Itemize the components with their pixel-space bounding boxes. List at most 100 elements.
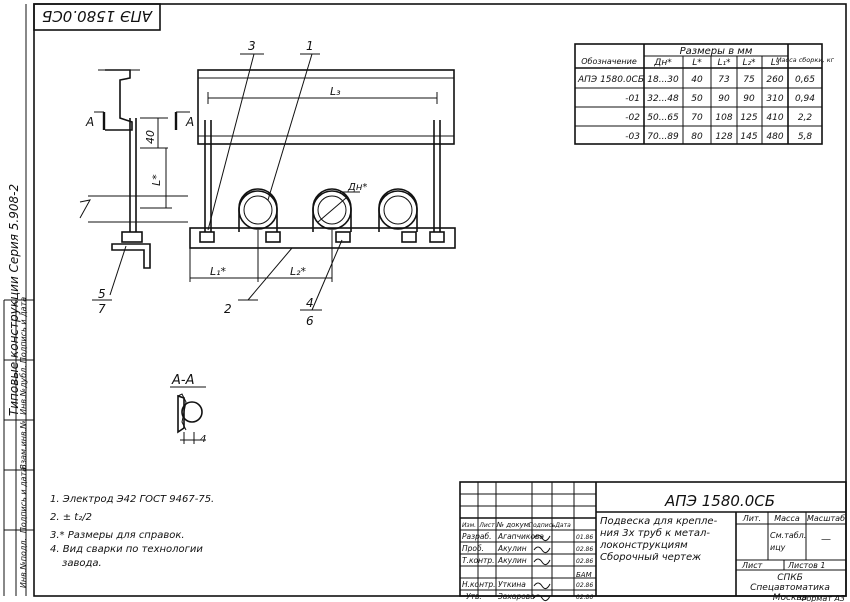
top-stamp: АПЭ 1580.0СБ	[33, 3, 161, 31]
front-view: L₃ Дн* L₁* L₂*	[189, 39, 456, 328]
date-1: 01.86	[576, 534, 593, 541]
row-dn: 18...30	[647, 75, 679, 85]
row-l3: 480	[766, 132, 783, 142]
signature-1	[533, 534, 551, 542]
bam-mark: БАМ	[576, 571, 592, 579]
mass-value: См.табл.	[770, 531, 806, 540]
date-6: 02.86	[576, 594, 593, 601]
row-mass: 0,94	[795, 94, 815, 104]
table-row: АПЭ 1580.0СБ 18...30 40 73 75 260 0,65	[577, 75, 815, 85]
dim-Dn: Дн*	[347, 182, 367, 193]
title-name-4: Сборочный чертеж	[600, 551, 701, 563]
row-l3: 410	[766, 113, 783, 123]
title-name-1: Подвеска для крепле-	[600, 516, 718, 527]
row-mass: 2,2	[798, 113, 813, 123]
title-block: АПЭ 1580.0СБ Подвеска для крепле- ния 3х…	[459, 481, 847, 602]
leader-3: 3	[248, 39, 256, 53]
top-stamp-code: АПЭ 1580.0СБ	[42, 7, 153, 25]
row-l1: 128	[715, 132, 732, 142]
th-izm: Изм.	[462, 522, 476, 529]
row-l3: 260	[766, 75, 783, 85]
role-nkontr: Н.контр.	[462, 580, 496, 589]
row-l: 50	[691, 94, 703, 104]
section-marker-right: А	[185, 115, 194, 129]
th-sign: Подпись	[529, 522, 556, 529]
mass-label: Масса	[774, 514, 800, 523]
side-col-sign-date-2: Подпись и дата	[19, 297, 28, 363]
lit-label: Лит.	[742, 514, 761, 523]
notes: 1. Электрод Э42 ГОСТ 9467-75. 2. ± t₂/2 …	[50, 494, 214, 569]
leader-6: 6	[306, 314, 314, 328]
side-col-sign-date-1: Подпись и дата	[19, 467, 28, 533]
side-col-replace: Взам.инв.№	[19, 420, 28, 469]
section-view-AA: А-А 4	[170, 373, 206, 445]
sizes-col-l1: L₁*	[717, 58, 731, 68]
note-2: 2. ± t₂/2	[50, 512, 92, 523]
section-weld-size: 4	[200, 434, 206, 445]
signature-4	[533, 582, 551, 590]
sizes-col-dn: Дн*	[653, 58, 672, 68]
sizes-col-designation: Обозначение	[581, 57, 637, 66]
leader-5: 5	[98, 287, 106, 301]
side-view: 40 L* 5 7	[79, 69, 188, 316]
sizes-col-l3: L₃	[771, 58, 780, 68]
dim-40: 40	[144, 130, 157, 144]
dim-L2: L₂*	[290, 265, 307, 278]
row-l2: 145	[740, 132, 757, 142]
row-dn: 32...48	[647, 94, 679, 104]
sizes-header-group: Размеры в мм	[680, 46, 753, 57]
sheets-label: Листов 1	[787, 561, 826, 570]
role-prob: Проб.	[462, 544, 484, 553]
sizes-col-mass: Масса сборки, кг	[776, 56, 835, 64]
person-razrab: Агапчикова	[497, 532, 544, 541]
row-l2: 125	[740, 113, 757, 123]
title-name-2: ния 3х труб к метал-	[600, 527, 710, 539]
leader-7: 7	[98, 302, 106, 316]
table-row: -03 70...89 80 128 145 480 5,8	[625, 132, 812, 142]
signature-2	[533, 546, 551, 554]
th-list: Лист	[478, 522, 495, 529]
date-2: 02.86	[576, 546, 593, 553]
title-code: АПЭ 1580.0СБ	[664, 492, 775, 510]
side-registry: Подпись и дата Инв.№дубл. Взам.инв.№ Под…	[3, 297, 34, 596]
row-mass: 5,8	[798, 132, 813, 142]
date-5: 02.86	[576, 582, 593, 589]
mass-value-2: ицу	[770, 543, 786, 552]
person-utv: Захарова	[498, 592, 535, 601]
person-prob: Акулин	[497, 544, 527, 553]
sizes-table: Размеры в мм Обозначение Масса сборки, к…	[574, 43, 835, 145]
signature-5	[533, 594, 551, 602]
row-l1: 73	[718, 75, 730, 85]
row-designation: -03	[625, 132, 640, 142]
row-l2: 90	[743, 94, 755, 104]
sizes-col-l: L*	[692, 58, 702, 68]
note-1: 1. Электрод Э42 ГОСТ 9467-75.	[50, 494, 214, 505]
th-date: Дата	[554, 522, 571, 529]
row-designation: АПЭ 1580.0СБ	[577, 75, 644, 85]
note-3: 3.* Размеры для справок.	[50, 530, 185, 541]
dim-L1: L₁*	[210, 265, 227, 278]
row-l1: 90	[718, 94, 730, 104]
role-tkontr: Т.контр.	[462, 556, 495, 565]
person-tkontr: Акулин	[497, 556, 527, 565]
row-mass: 0,65	[795, 75, 815, 85]
section-marker-left: А	[85, 115, 94, 129]
row-designation: -02	[625, 113, 640, 123]
leader-2: 2	[224, 302, 232, 316]
scale-value: —	[821, 534, 831, 545]
row-dn: 50...65	[647, 113, 679, 123]
person-nkontr: Уткина	[498, 580, 526, 589]
sizes-col-l2: L₂*	[742, 58, 756, 68]
th-doc: № докум.	[496, 521, 532, 529]
note-4: 4. Вид сварки по технологии	[50, 544, 203, 555]
side-col-dup: Инв.№дубл.	[19, 365, 28, 415]
signature-3	[533, 558, 551, 566]
table-row: -01 32...48 50 90 90 310 0,94	[625, 94, 815, 104]
org-3: Москва	[773, 593, 807, 602]
row-l1: 108	[715, 113, 732, 123]
row-l: 40	[691, 75, 703, 85]
role-utv: Утв.	[466, 592, 482, 601]
row-l2: 75	[743, 75, 755, 85]
dim-L3: L₃	[330, 85, 341, 98]
